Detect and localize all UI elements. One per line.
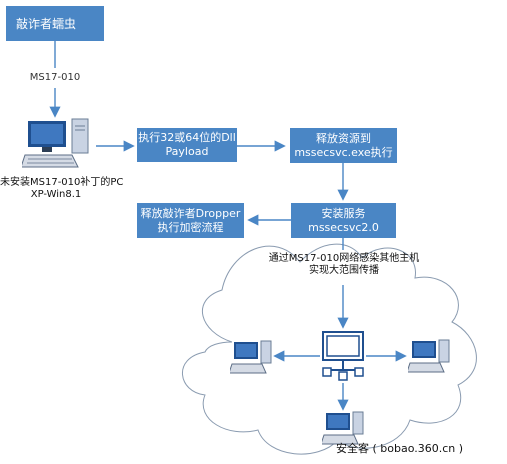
title-text: 敲诈者蠕虫 [16, 16, 77, 31]
install-service-box: 安装服务 mssecsvc2.0 [291, 203, 396, 238]
release-dropper-line1: 释放敲诈者Dropper [140, 206, 241, 220]
release-resource-line2: mssecsvc.exe执行 [294, 145, 393, 159]
release-resource-line1: 释放资源到 [316, 131, 371, 145]
network-cloud [182, 243, 477, 455]
computer-icon [322, 411, 364, 445]
computer-icon [22, 118, 89, 168]
computer-icon [230, 340, 272, 374]
pc-label-line2: XP-Win8.1 [30, 189, 82, 200]
title-box: 敲诈者蠕虫 [6, 6, 104, 41]
spread-label: 通过MS17-010网络感染其他主机 实现大范围传播 [258, 253, 430, 277]
exec-payload-line2: Payload [165, 145, 209, 158]
pc-label: 未安装MS17-010补丁的PC XP-Win8.1 [0, 177, 124, 201]
watermark: 安全客 ( bobao.360.cn ) [336, 442, 464, 455]
install-service-line1: 安装服务 [321, 206, 366, 220]
spread-label-line1: 通过MS17-010网络感染其他主机 [268, 253, 420, 264]
ms17-label: MS17-010 [29, 72, 81, 83]
exec-payload-line1: 执行32或64位的Dll [138, 131, 236, 144]
spread-label-line2: 实现大范围传播 [309, 265, 379, 276]
network-hub-icon [322, 331, 364, 381]
release-dropper-box: 释放敲诈者Dropper 执行加密流程 [137, 203, 244, 238]
release-resource-box: 释放资源到 mssecsvc.exe执行 [290, 128, 397, 163]
exec-payload-box: 执行32或64位的Dll Payload [137, 128, 237, 162]
computer-icon [408, 339, 450, 373]
install-service-line2: mssecsvc2.0 [308, 220, 379, 234]
release-dropper-line2: 执行加密流程 [157, 220, 224, 234]
pc-label-line1: 未安装MS17-010补丁的PC [0, 177, 124, 188]
